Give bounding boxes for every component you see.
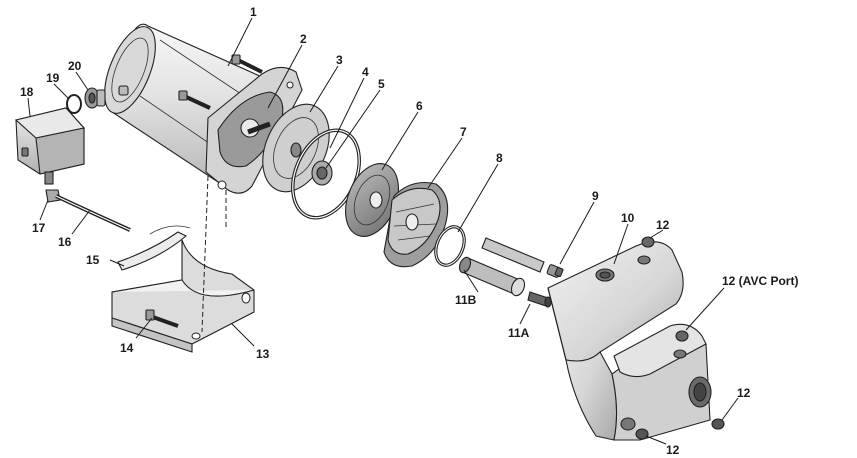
seal-plate bbox=[205, 66, 303, 194]
callout-12-avc: 12 (AVC Port) bbox=[722, 274, 798, 288]
callout-11a: 11A bbox=[508, 326, 530, 340]
callout-labels: 1 2 3 4 5 6 7 8 9 10 12 12 (AVC Port) 12… bbox=[20, 5, 798, 457]
plug-bottom bbox=[635, 428, 649, 440]
venturi-tube bbox=[458, 237, 545, 297]
plug-top bbox=[641, 236, 655, 248]
o-ring-small bbox=[434, 225, 466, 267]
callout-10: 10 bbox=[621, 211, 635, 225]
callout-19: 19 bbox=[46, 71, 60, 85]
callout-14: 14 bbox=[120, 341, 134, 355]
callout-1: 1 bbox=[250, 5, 257, 19]
callout-13: 13 bbox=[256, 347, 270, 361]
diffuser bbox=[383, 181, 449, 268]
nozzle bbox=[527, 291, 552, 308]
base-cushion bbox=[117, 231, 187, 271]
motor-bolt-top bbox=[231, 54, 263, 74]
callout-12-right: 12 bbox=[737, 386, 751, 400]
callout-15: 15 bbox=[86, 253, 100, 267]
shaft-seal bbox=[311, 160, 333, 186]
leader-lines bbox=[27, 17, 739, 445]
plug-right bbox=[711, 418, 725, 430]
plug-avc bbox=[675, 330, 689, 342]
fitting bbox=[546, 264, 564, 278]
callout-3: 3 bbox=[336, 53, 343, 67]
fitting-20 bbox=[84, 87, 106, 109]
callout-2: 2 bbox=[300, 32, 307, 46]
gasket-19 bbox=[66, 94, 82, 114]
pump-body bbox=[547, 241, 712, 441]
callout-18: 18 bbox=[20, 85, 34, 99]
callout-12-bottom: 12 bbox=[666, 443, 680, 457]
alignment-lines bbox=[201, 175, 227, 333]
callout-9: 9 bbox=[592, 189, 599, 203]
callout-16: 16 bbox=[58, 235, 72, 249]
tubing bbox=[55, 194, 131, 232]
callout-4: 4 bbox=[362, 65, 369, 79]
callout-8: 8 bbox=[496, 151, 503, 165]
callout-6: 6 bbox=[416, 99, 423, 113]
callout-12-top: 12 bbox=[656, 218, 670, 232]
callout-20: 20 bbox=[68, 59, 82, 73]
callout-5: 5 bbox=[378, 77, 385, 91]
callout-17: 17 bbox=[32, 221, 46, 235]
tubing-cut bbox=[149, 225, 191, 235]
pressure-switch bbox=[14, 107, 86, 185]
callout-7: 7 bbox=[460, 125, 467, 139]
callout-11b: 11B bbox=[455, 293, 477, 307]
motor-bolt-lower bbox=[178, 90, 211, 110]
